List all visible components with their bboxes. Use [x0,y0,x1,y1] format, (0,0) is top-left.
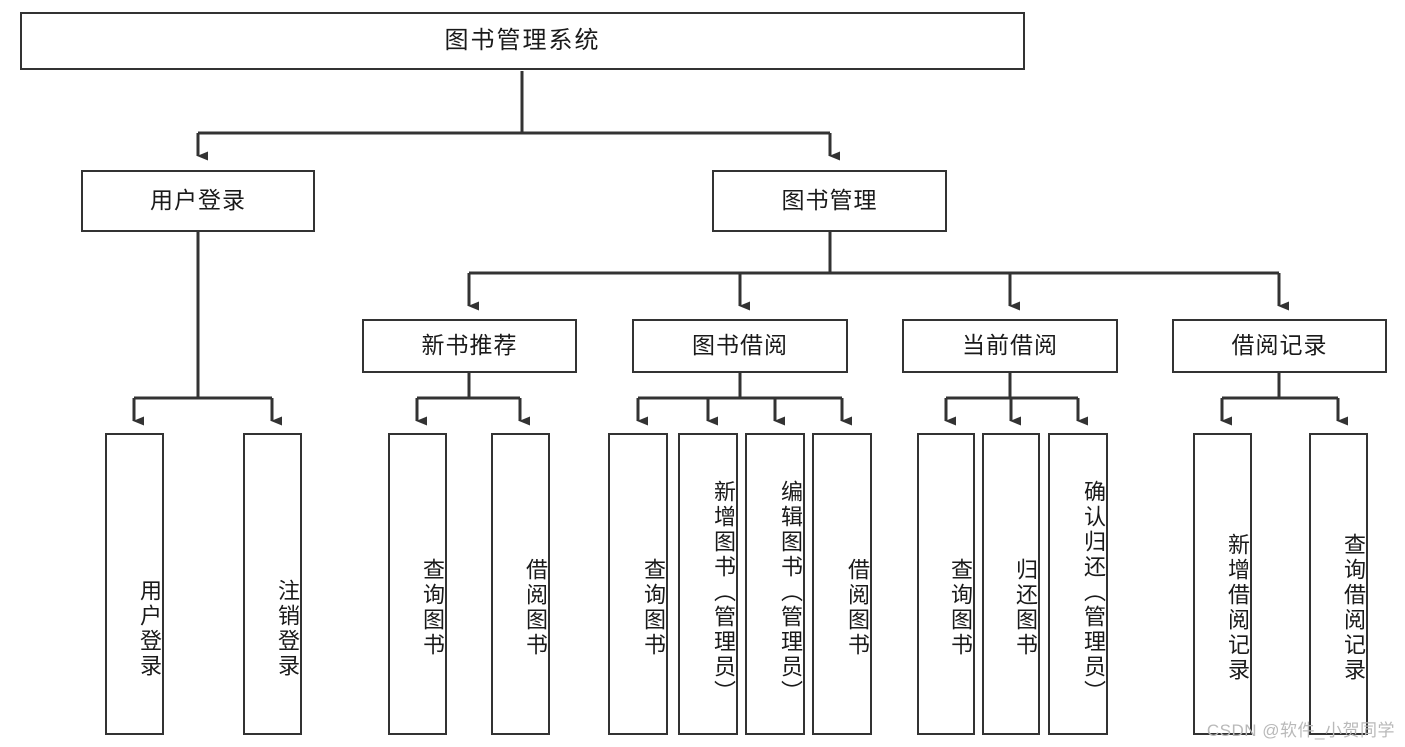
node-current-borrow[interactable]: 当前借阅 [902,319,1118,373]
node-user-login[interactable]: 用户登录 [81,170,315,232]
leaf-add-borrow-record[interactable]: 新增借阅记录 [1193,433,1252,735]
leaf-edit-book-admin[interactable]: 编辑图书（管理员） [745,433,805,735]
leaf-query-book-current[interactable]: 查询图书 [917,433,975,735]
leaf-logout-login[interactable]: 注销登录 [243,433,302,735]
leaf-user-login[interactable]: 用户登录 [105,433,164,735]
leaf-query-book-recommend[interactable]: 查询图书 [388,433,447,735]
leaf-add-book-admin[interactable]: 新增图书（管理员） [678,433,738,735]
node-book-manage[interactable]: 图书管理 [712,170,947,232]
node-borrow-record[interactable]: 借阅记录 [1172,319,1387,373]
leaf-return-book[interactable]: 归还图书 [982,433,1040,735]
csdn-watermark: CSDN @软件_小贺同学 [1206,721,1395,740]
leaf-query-book-borrow[interactable]: 查询图书 [608,433,668,735]
node-book-borrow[interactable]: 图书借阅 [632,319,848,373]
node-book-management-system[interactable]: 图书管理系统 [20,12,1025,70]
leaf-query-borrow-record[interactable]: 查询借阅记录 [1309,433,1368,735]
leaf-borrow-book-recommend[interactable]: 借阅图书 [491,433,550,735]
node-new-book-recommend[interactable]: 新书推荐 [362,319,577,373]
leaf-confirm-return-admin[interactable]: 确认归还（管理员） [1048,433,1108,735]
leaf-borrow-book-borrow[interactable]: 借阅图书 [812,433,872,735]
